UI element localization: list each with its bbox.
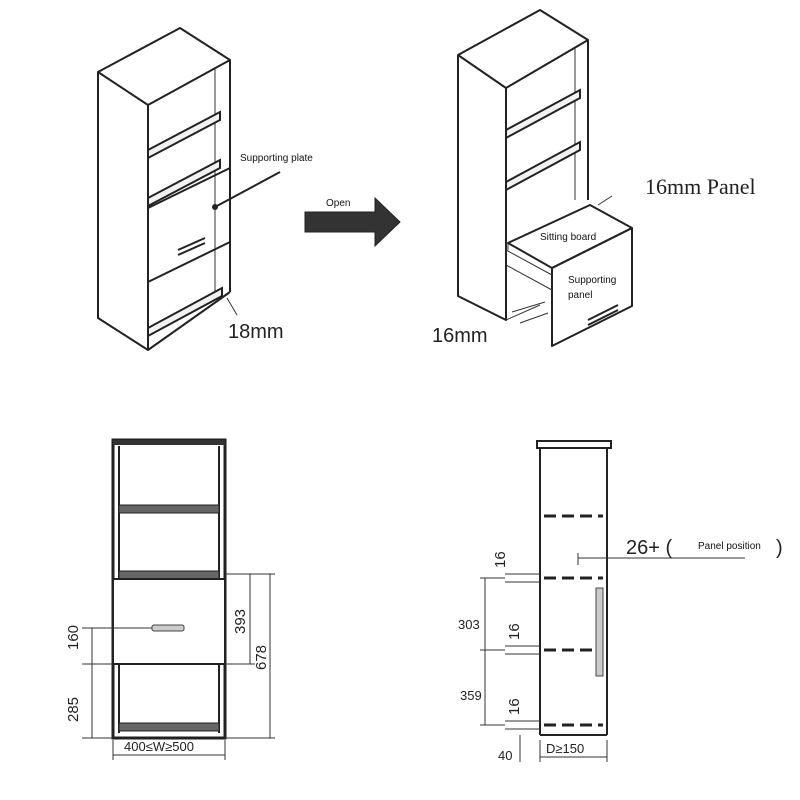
thickness-16mm-label: 16mm	[432, 325, 488, 347]
panel-16mm-label: 16mm Panel	[645, 174, 756, 199]
cabinet-open-illustration	[457, 9, 633, 347]
dim-160-label: 160	[65, 625, 82, 650]
panel-position-value: 26+ (	[626, 537, 672, 559]
open-arrow-icon	[304, 196, 401, 248]
side-view-drawing	[480, 440, 745, 762]
supporting-panel-label-line1: Supporting	[568, 275, 616, 286]
panel-position-label: Panel position	[698, 541, 761, 552]
dim-285-label: 285	[65, 697, 82, 722]
dim-16-bottom-label: 16	[506, 698, 523, 715]
dim-678-label: 678	[253, 645, 270, 670]
dim-16-top-label: 16	[492, 551, 509, 568]
front-flap	[112, 578, 226, 665]
panel-position-close: )	[776, 537, 783, 559]
side-panel	[595, 587, 604, 677]
dim-303-label: 303	[458, 617, 480, 632]
front-view-drawing	[82, 438, 275, 760]
dim-16-mid-label: 16	[506, 623, 523, 640]
thickness-18mm-label: 18mm	[228, 321, 284, 343]
open-label: Open	[326, 198, 350, 209]
panel-handle	[587, 304, 619, 321]
supporting-plate-label: Supporting plate	[240, 153, 313, 164]
supporting-plate-pointer	[214, 171, 281, 208]
sitting-board-label: Sitting board	[540, 232, 596, 243]
front-handle	[151, 624, 185, 632]
flap-handle	[177, 237, 206, 251]
supporting-panel-label-line2: panel	[568, 290, 592, 301]
dim-40-label: 40	[498, 748, 512, 763]
supporting-panel	[551, 227, 633, 347]
dim-359-label: 359	[460, 688, 482, 703]
flap-panel	[147, 167, 231, 283]
depth-label: D≥150	[546, 741, 584, 756]
width-range-label: 400≤W≥500	[124, 739, 194, 754]
dim-393-label: 393	[232, 609, 249, 634]
cabinet-closed-illustration	[97, 27, 281, 351]
